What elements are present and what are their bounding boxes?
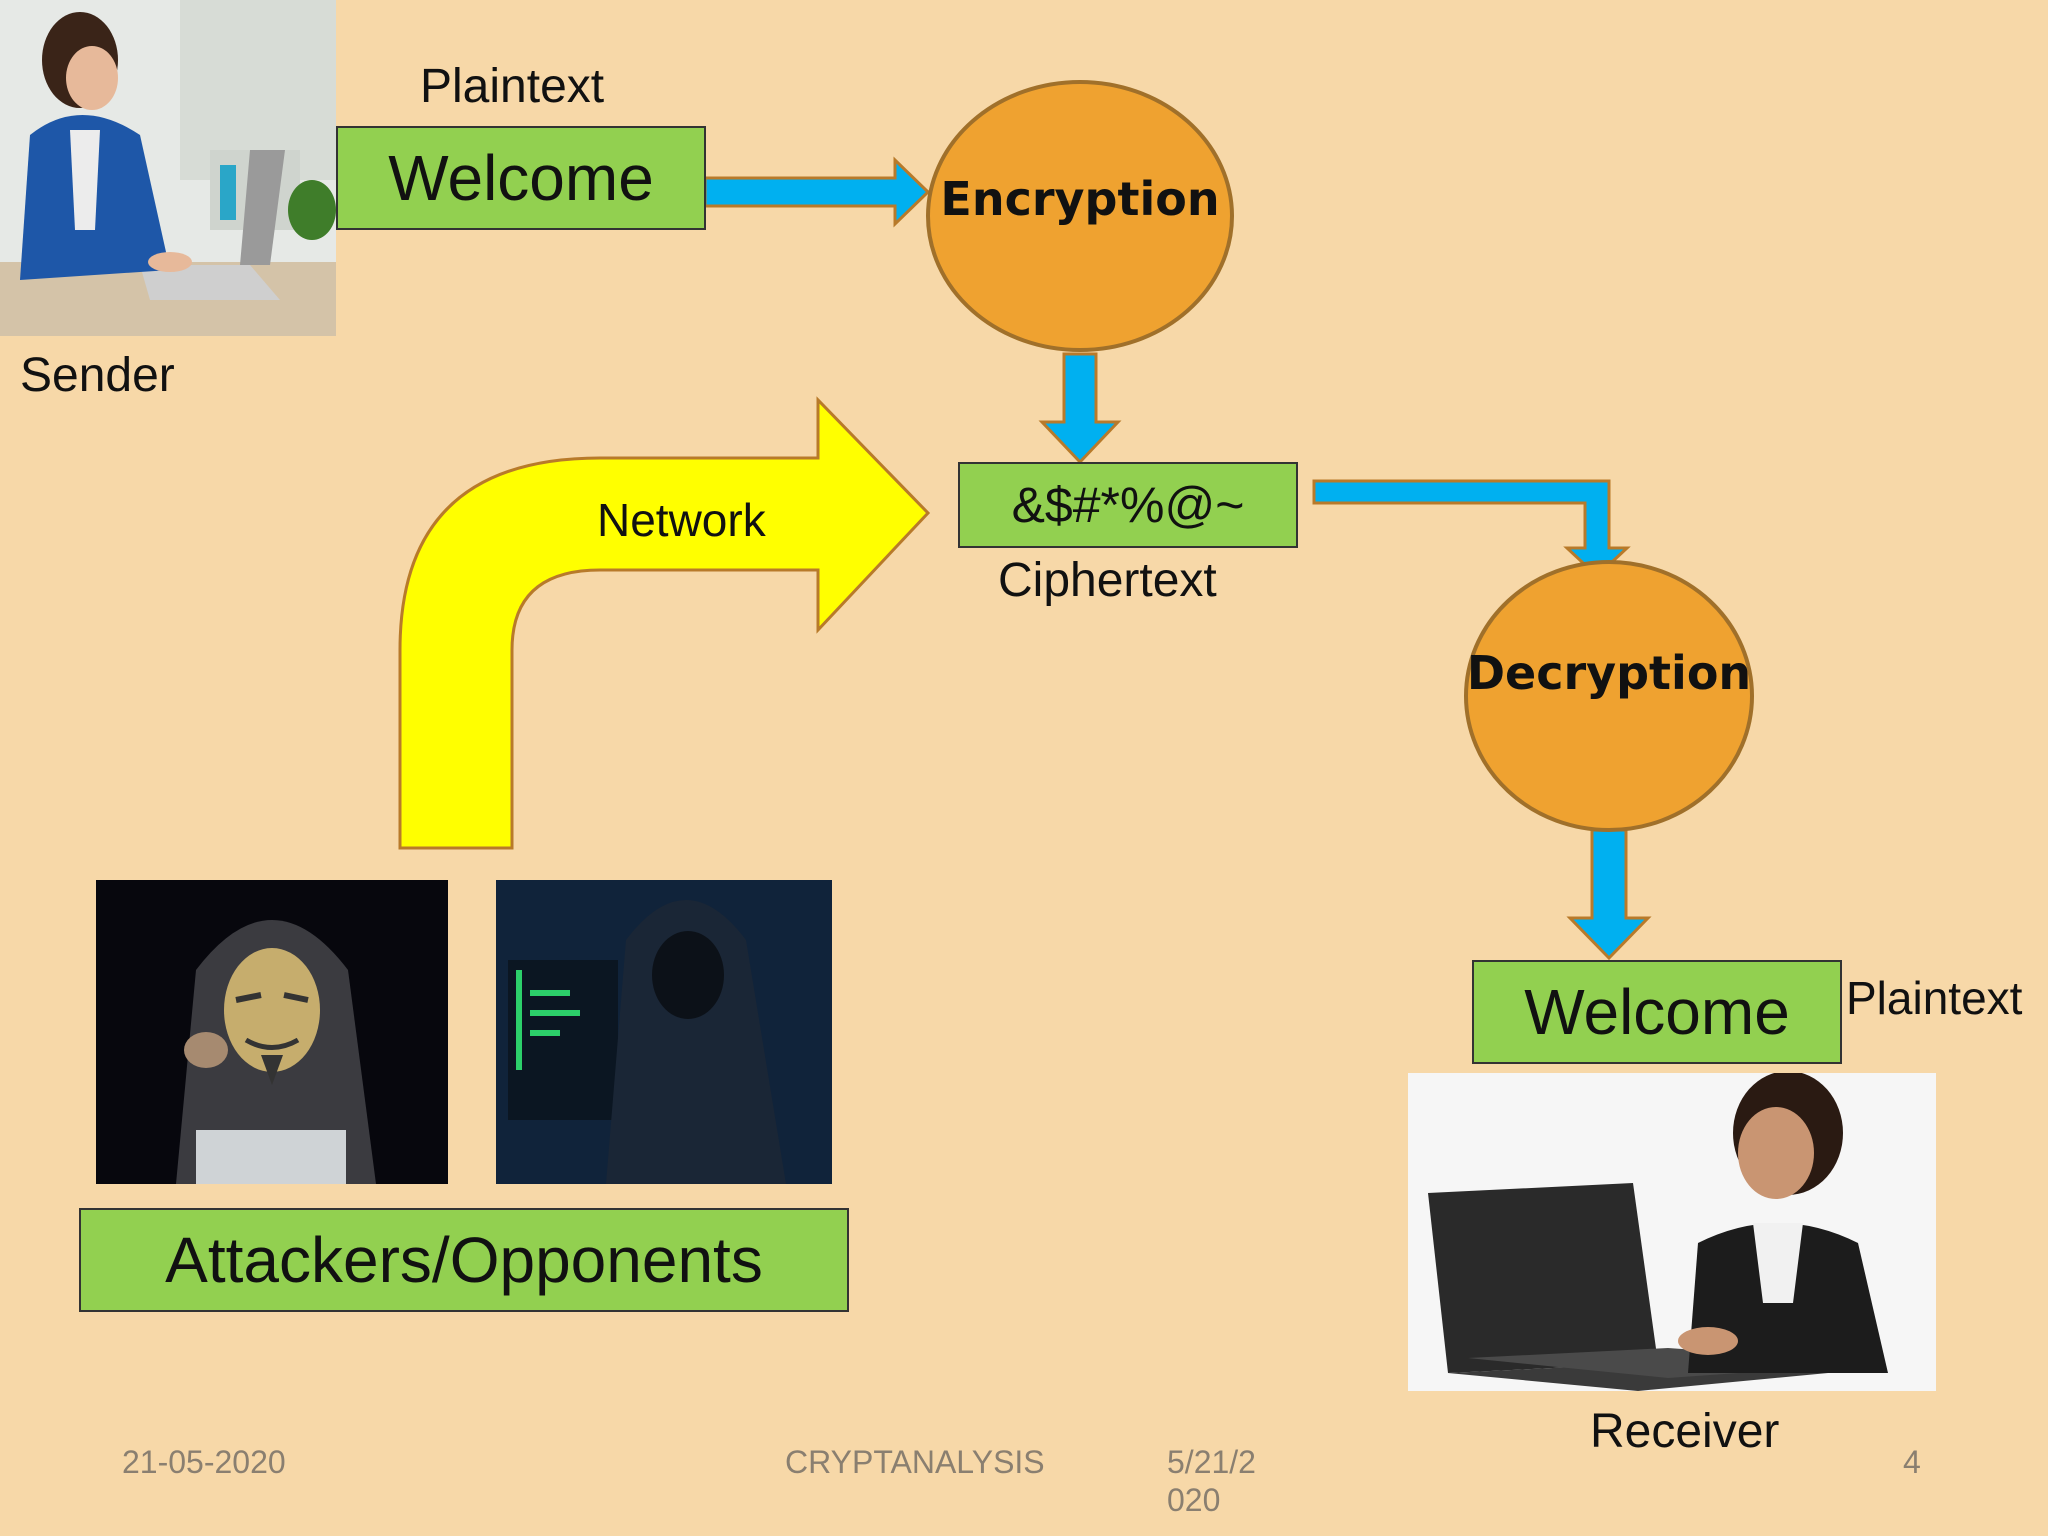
bottom-plaintext-word: Welcome [1524, 976, 1790, 1048]
top-plaintext-caption: Plaintext [420, 60, 605, 113]
decryption-circle [1464, 560, 1754, 832]
footer-overlap-a: 5/21/2 [1167, 1444, 1256, 1480]
footer-title: CRYPTANALYSIS [785, 1444, 1045, 1480]
ciphertext-box: &$#*%@~ [958, 462, 1298, 548]
footer-overlap-date: 5/21/2 020 [1167, 1443, 1256, 1520]
bottom-plaintext-caption: Plaintext [1846, 972, 2023, 1024]
encryption-label: Encryption [940, 172, 1220, 226]
footer-overlap-b: 020 [1167, 1482, 1221, 1519]
network-arrow [398, 396, 931, 850]
sender-photo [0, 0, 336, 336]
footer-date: 21-05-2020 [122, 1444, 286, 1480]
receiver-photo [1408, 1073, 1936, 1391]
arrow-decryption-to-plaintext [1566, 828, 1652, 961]
network-label: Network [597, 494, 766, 546]
ciphertext-symbols: &$#*%@~ [1011, 477, 1245, 533]
attackers-box: Attackers/Opponents [79, 1208, 849, 1312]
bottom-plaintext-box: Welcome [1472, 960, 1842, 1064]
attacker-photo-hoodie [496, 880, 832, 1184]
attackers-label: Attackers/Opponents [165, 1224, 763, 1296]
top-plaintext-box: Welcome [336, 126, 706, 230]
sender-label: Sender [20, 349, 175, 402]
encryption-circle [926, 80, 1234, 352]
footer-page-number: 4 [1903, 1444, 1921, 1480]
top-plaintext-word: Welcome [388, 142, 654, 214]
ciphertext-caption: Ciphertext [998, 554, 1217, 607]
decryption-label: Decryption [1466, 646, 1752, 700]
attacker-photo-mask [96, 880, 448, 1184]
arrow-plaintext-to-encryption [703, 156, 931, 228]
receiver-label: Receiver [1590, 1405, 1780, 1458]
arrow-encryption-to-ciphertext [1038, 352, 1122, 465]
arrow-ciphertext-to-decryption [1312, 479, 1631, 579]
